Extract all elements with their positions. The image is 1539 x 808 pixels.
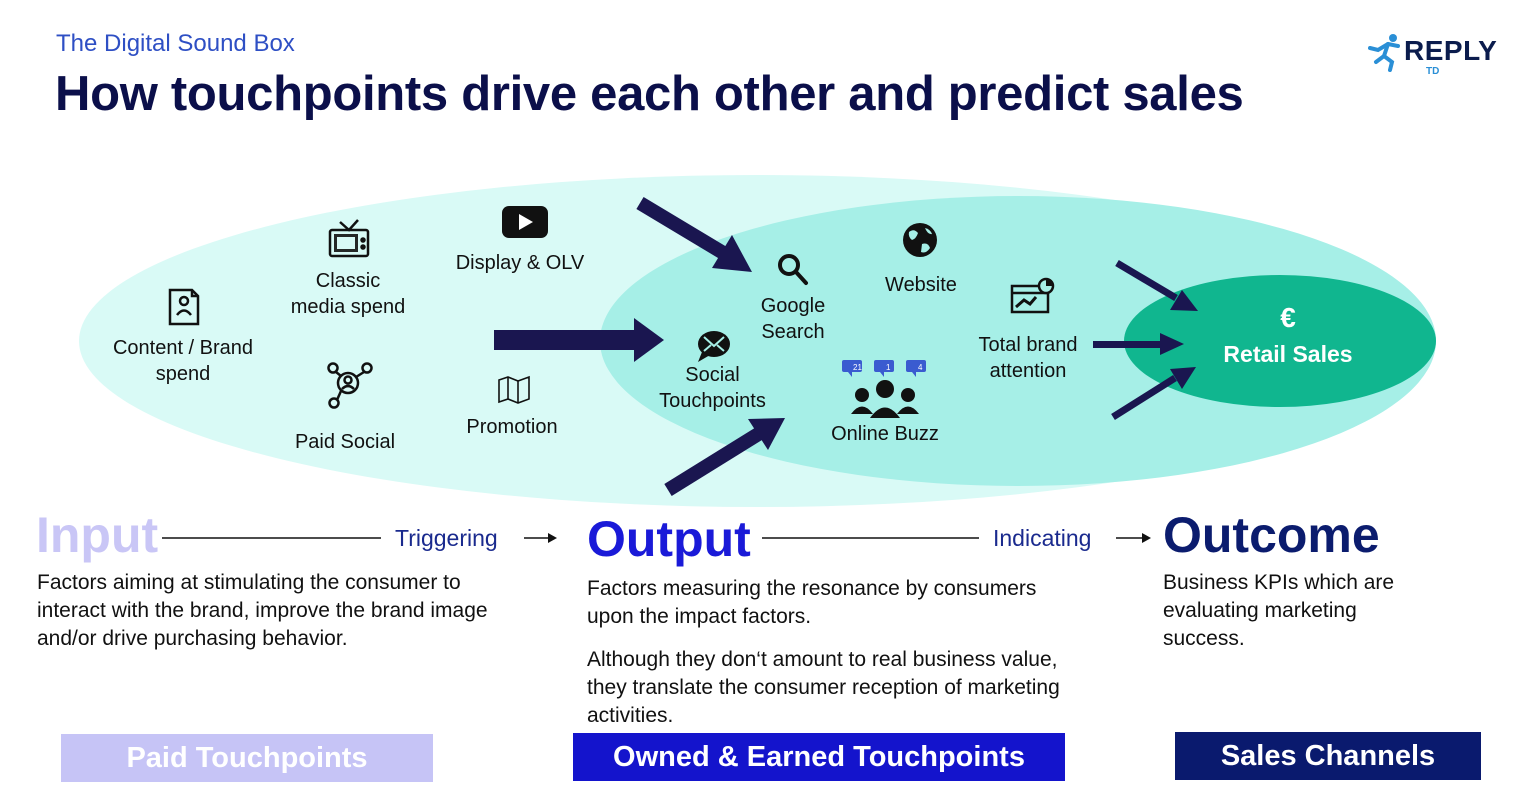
tv-icon [328,219,370,258]
outcome-description: Business KPIs which are evaluating marke… [1163,569,1483,653]
label-online-buzz: Online Buzz [831,423,939,445]
output-desc1-line1: Factors measuring the resonance by consu… [587,577,1037,600]
arrow-upper-to-retail [1115,259,1198,311]
euro-icon: € [1280,302,1296,333]
stage-connectors [162,533,1151,543]
label-content-brand-line1: Content / Brand [112,337,254,359]
stage-output: Output [587,511,751,567]
globe-icon [903,223,937,257]
label-google-line1: Google [760,295,826,317]
buzz-count-followers: 1 [886,363,891,372]
label-brand-attention-line1: Total brand [978,334,1078,356]
output-desc2-line3: activities. [587,704,674,727]
badge-sales-channels: Sales Channels [1175,732,1481,780]
label-google-line2: Search [761,321,825,343]
arrow-lower-to-retail [1111,367,1196,420]
label-social-touchpoints: Social Touchpoints [645,362,780,414]
label-brand-attention-line2: attention [989,360,1067,382]
input-description: Factors aiming at stimulating the consum… [37,569,557,653]
arrow-to-social-touchpoints [494,318,664,362]
badge-paid-touchpoints: Paid Touchpoints [61,734,433,782]
output-desc2-line2: they translate the consumer reception of… [587,676,1060,699]
id-card-icon [168,288,200,326]
output-desc2-line1: Although they don‘t amount to real busin… [587,648,1058,671]
outcome-desc-line3: success. [1163,627,1245,650]
stage-input: Input [36,507,159,563]
stage-outcome: Outcome [1163,507,1380,563]
logo-sub: TD [1426,66,1440,77]
play-video-icon [502,206,548,238]
label-promotion: Promotion [466,416,558,438]
arrow-mid-to-retail [1093,333,1184,355]
label-google-search: Google Search [733,293,853,345]
output-description-1: Factors measuring the resonance by consu… [587,575,1147,631]
runner-icon [1368,34,1400,72]
flow-indicating: Indicating [993,525,1092,551]
dashboard-icon [1010,277,1055,314]
input-desc-line2: interact with the brand, improve the bra… [37,599,488,622]
label-website: Website [885,274,957,296]
social-network-icon [327,362,373,409]
retail-sales-label: Retail Sales [1223,341,1353,367]
outcome-desc-line1: Business KPIs which are [1163,571,1395,594]
subtitle: The Digital Sound Box [56,30,295,57]
label-paid-social: Paid Social [294,431,396,453]
label-social-line2: Touchpoints [659,390,766,412]
label-total-brand-attention: Total brand attention [958,332,1098,384]
retail-sales: € Retail Sales [1198,300,1378,372]
label-content-brand-spend: Content / Brand spend [103,335,263,387]
retail-sales-ellipse [1124,275,1436,407]
arrow-to-online-buzz [664,418,785,496]
label-classic-media-line2: media spend [290,296,406,318]
reply-logo: REPLY TD [1366,30,1516,80]
people-group-icon [851,380,919,418]
owned-touchpoints-ellipse [600,196,1436,486]
input-desc-line1: Factors aiming at stimulating the consum… [37,571,461,594]
label-content-brand-line2: spend [155,363,211,385]
map-flyer-icon [498,375,530,404]
arrow-to-google-search [636,196,752,272]
buzz-reaction-icons: 21 1 4 [842,360,926,377]
page-title: How touchpoints drive each other and pre… [55,67,1244,121]
flow-arrows [494,196,1198,496]
flow-triggering: Triggering [395,525,498,551]
label-display-olv: Display & OLV [455,252,585,274]
output-description-2: Although they don‘t amount to real busin… [587,646,1147,730]
logo-word: REPLY [1404,35,1498,66]
label-social-line1: Social [685,364,740,386]
outcome-desc-line2: evaluating marketing [1163,599,1357,622]
search-icon [778,254,808,285]
output-desc1-line2: upon the impact factors. [587,605,812,628]
label-classic-media-spend: Classic media spend [278,268,418,320]
badge-owned-earned-touchpoints: Owned & Earned Touchpoints [573,733,1065,781]
buzz-count-likes: 21 [853,363,862,372]
label-classic-media-line1: Classic [315,270,381,292]
buzz-count-comments: 4 [918,363,923,372]
chat-bubble-icon [698,331,730,362]
input-desc-line3: and/or drive purchasing behavior. [37,627,348,650]
